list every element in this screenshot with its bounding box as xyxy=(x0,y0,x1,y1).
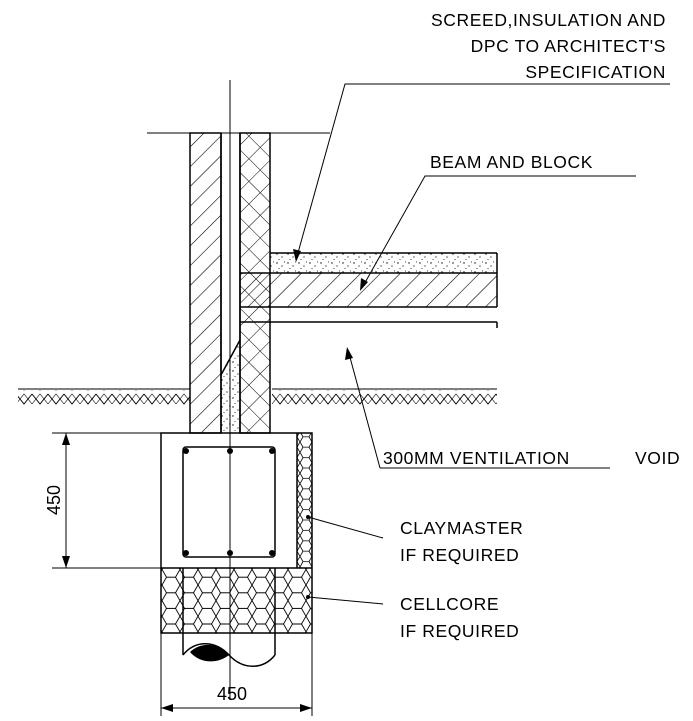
ground-hatch-right xyxy=(272,388,497,406)
leader-ventilation xyxy=(345,347,610,469)
label-claymaster-line1: CLAYMASTER xyxy=(400,518,523,538)
leader-beam-block xyxy=(360,175,636,291)
beam-and-block-layer xyxy=(240,253,498,308)
label-void: VOID xyxy=(635,448,680,468)
pile xyxy=(182,568,276,667)
leader-claymaster xyxy=(306,515,384,539)
ground-hatch-left xyxy=(18,388,190,406)
label-screed-line2: DPC TO ARCHITECT'S xyxy=(471,36,666,56)
label-beam-block: BEAM AND BLOCK xyxy=(430,152,593,172)
label-cellcore-line1: CELLCORE xyxy=(400,594,499,614)
dimension-450-horizontal: 450 xyxy=(217,684,247,704)
label-screed-line3: SPECIFICATION xyxy=(525,62,666,82)
foundation-beam xyxy=(160,432,313,634)
label-screed-line1: SCREED,INSULATION AND xyxy=(431,10,666,30)
vertical-dimension: 450 xyxy=(44,432,161,569)
label-claymaster-line2: IF REQUIRED xyxy=(400,545,519,565)
label-ventilation: 300MM VENTILATION xyxy=(383,448,570,468)
cavity-concrete-fill xyxy=(220,339,241,433)
label-cellcore-line2: IF REQUIRED xyxy=(400,621,519,641)
horizontal-dimension: 450 xyxy=(160,633,313,716)
outer-wall-leaf xyxy=(189,132,222,434)
leader-screed xyxy=(293,83,670,262)
ventilation-void xyxy=(240,321,498,328)
dimension-450-vertical: 450 xyxy=(44,485,64,515)
screed-layer xyxy=(240,252,497,274)
leader-cellcore xyxy=(306,595,384,605)
